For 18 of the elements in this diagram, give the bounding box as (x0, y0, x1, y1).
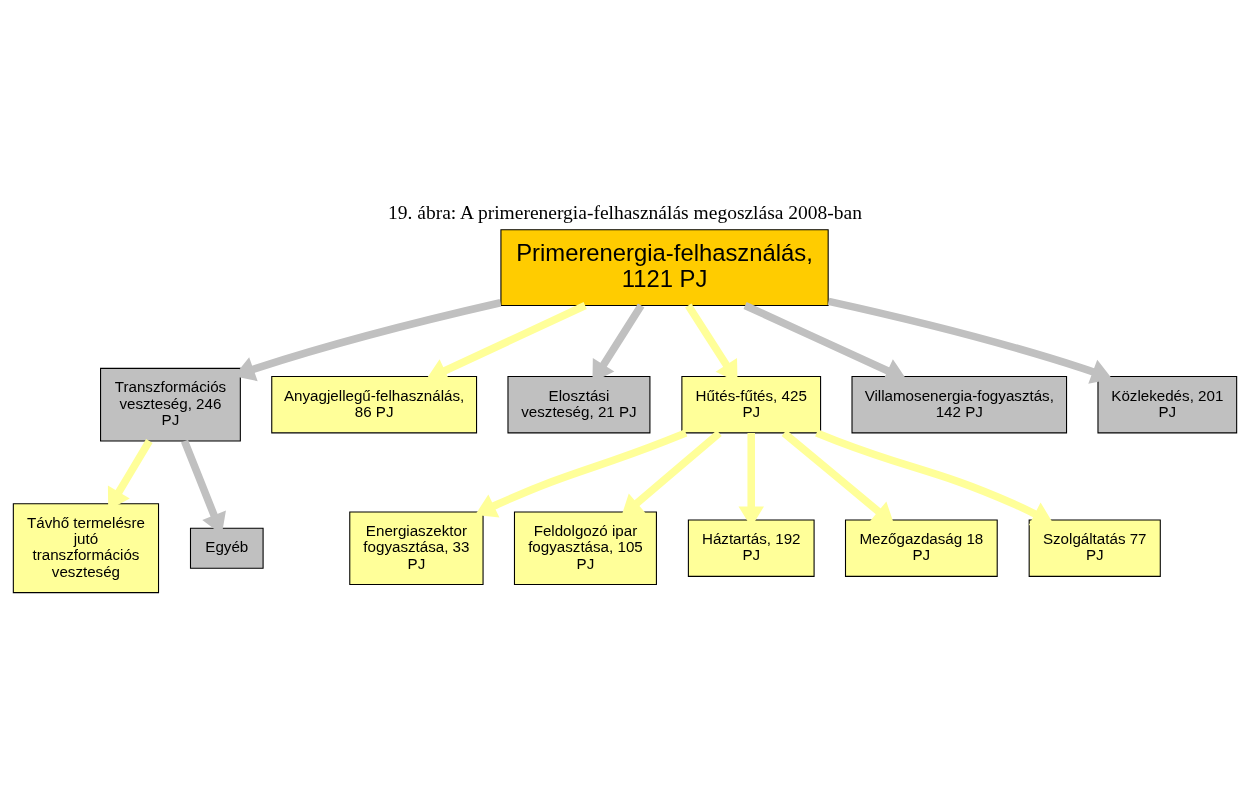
node-box: Anyagjellegű-felhasználás, 86 PJ (271, 375, 478, 434)
node-box: Háztartás, 192 PJ (687, 519, 815, 577)
node-box: Elosztási veszteség, 21 PJ (507, 375, 651, 434)
node-box: Mezőgazdaság 18 PJ (844, 519, 998, 577)
node-box: Energiaszektor fogyasztása, 33 PJ (349, 511, 484, 586)
node-box: Feldolgozó ipar fogyasztása, 105 PJ (513, 511, 657, 586)
node-box: Transzformációs veszteség, 246 PJ (100, 367, 241, 442)
arrow (827, 297, 1113, 384)
node-box: Szolgáltatás 77 PJ (1028, 519, 1161, 577)
node-box: Egyéb (189, 527, 264, 569)
diagram-title: 19. ábra: A primerenergia-felhasználás megoszlása 2008-ban (388, 202, 862, 224)
arrow (815, 429, 1054, 526)
node-box: Primerenergia-felhasználás, 1121 PJ (500, 229, 829, 307)
node-box: Villamosenergia-fogyasztás, 142 PJ (851, 375, 1068, 434)
node-box: Közlekedés, 201 PJ (1097, 375, 1238, 434)
node-box: Hűtés-fűtés, 425 PJ (681, 375, 822, 434)
arrow (475, 429, 688, 518)
node-box: Távhő termelésre jutó transzformációs veszteség (12, 503, 160, 594)
